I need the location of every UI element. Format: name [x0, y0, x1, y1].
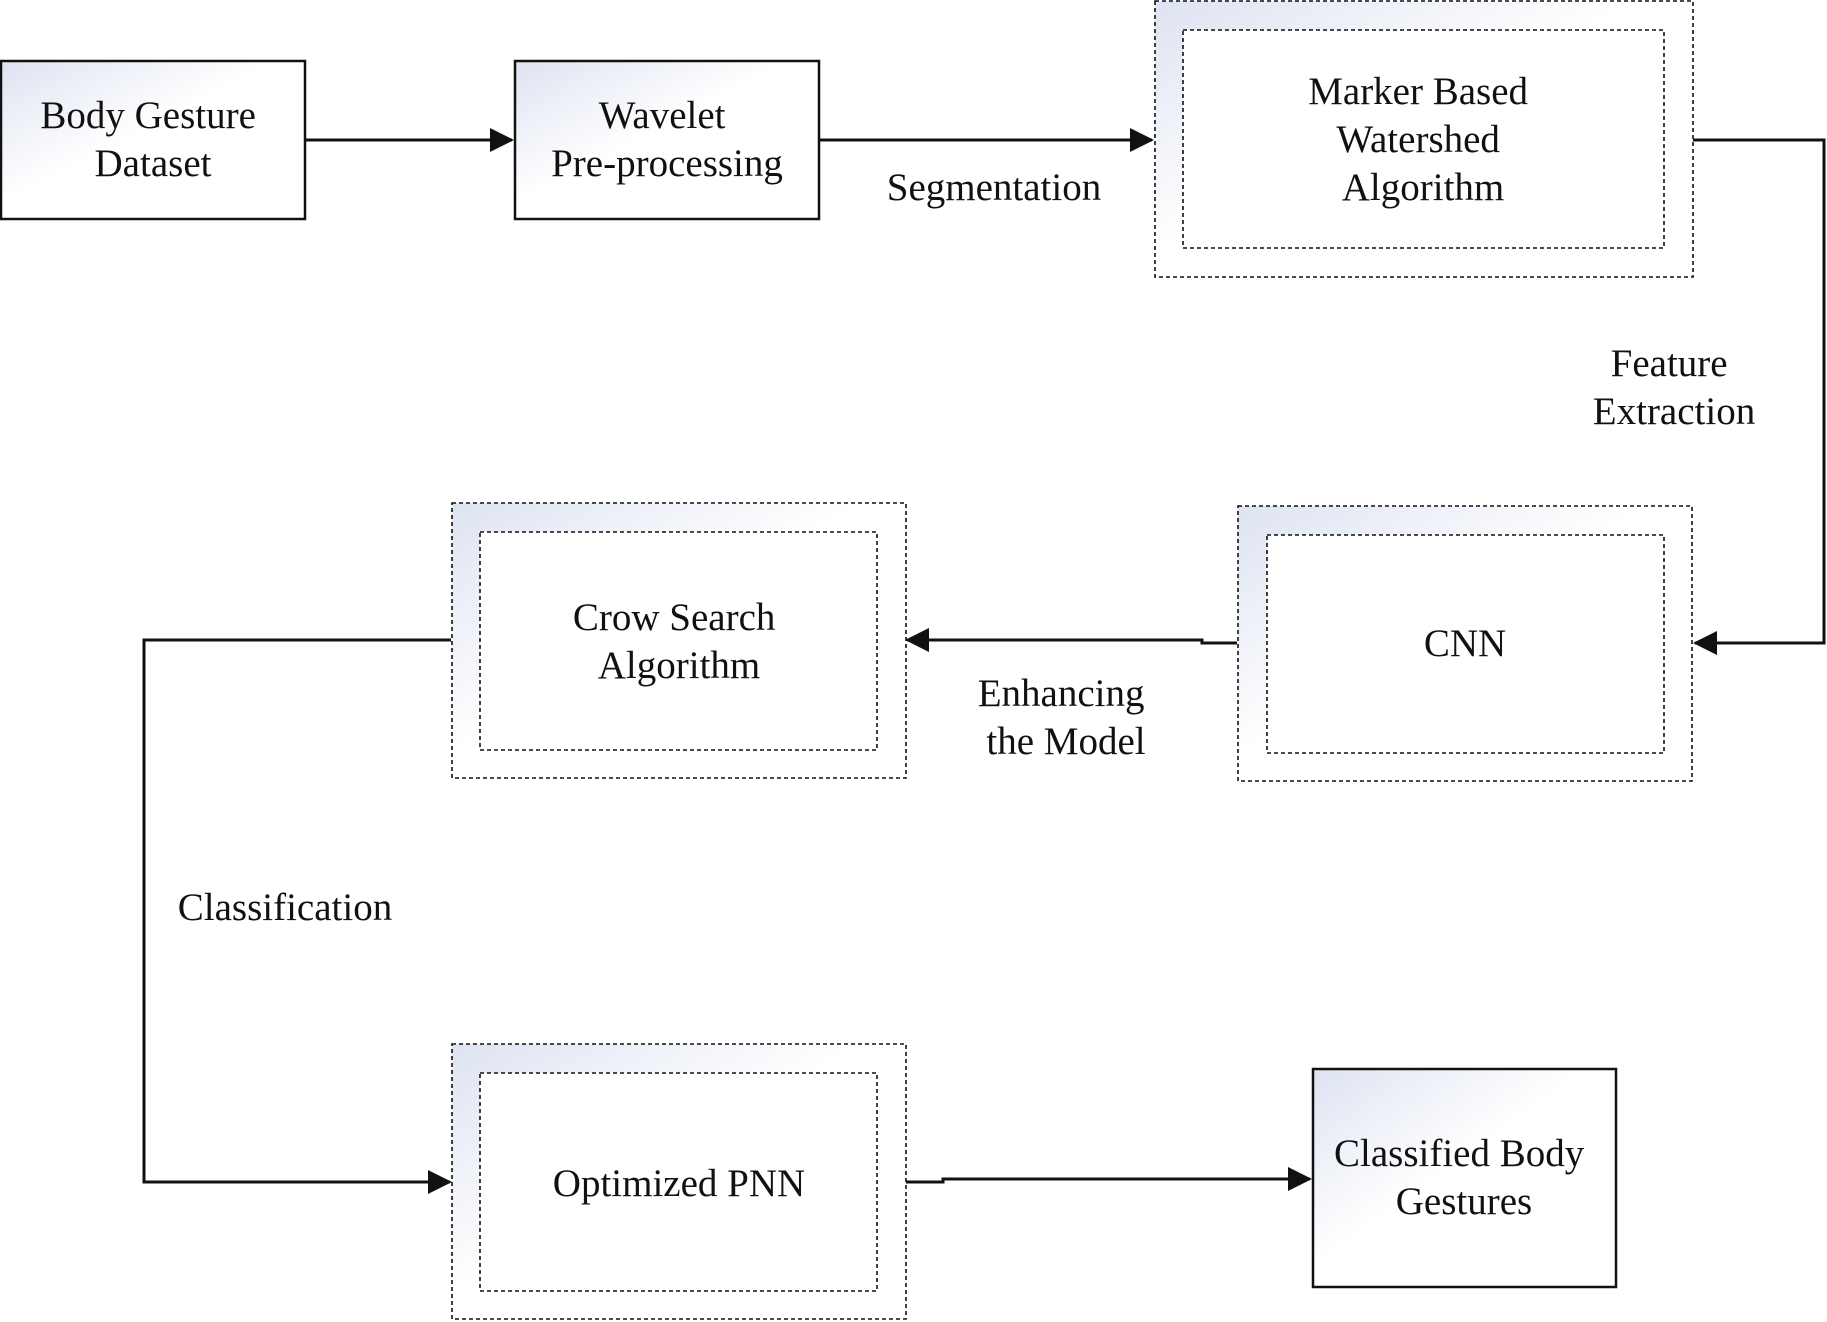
edge-label-enhancing-the-model: Enhancing the Model	[978, 672, 1155, 763]
edge-cnn-to-crow	[907, 638, 1237, 645]
svg-text:Wavelet Pre-processing: Wavelet Pre-processing	[551, 94, 783, 185]
arrowhead-icon	[428, 1170, 452, 1194]
arrowhead-icon	[905, 628, 929, 652]
svg-text:Classified Body Gestures: Classified Body Gestures	[1334, 1132, 1594, 1223]
edge-label-feature-extraction: Feature Extraction	[1593, 342, 1755, 433]
edge-pnn-to-classified	[906, 1177, 1310, 1184]
edge-label-segmentation: Segmentation	[887, 166, 1101, 209]
node-body-gesture-dataset: Body Gesture Dataset	[0, 59, 307, 221]
edge-watershed-to-cnn	[1693, 138, 1826, 645]
svg-text:Body Gesture Dataset: Body Gesture Dataset	[40, 94, 265, 185]
svg-text:Optimized PNN: Optimized PNN	[553, 1162, 805, 1205]
edge-crow-to-pnn	[142, 638, 451, 1184]
arrowhead-icon	[490, 128, 514, 152]
node-classified-body-gestures: Classified Body Gestures	[1311, 1067, 1618, 1289]
svg-text:CNN: CNN	[1424, 622, 1506, 665]
arrowhead-icon	[1130, 128, 1154, 152]
edge-label-classification: Classification	[178, 886, 392, 929]
node-crow-search-algorithm: Crow Search Algorithm	[451, 502, 907, 779]
node-wavelet-preprocessing: Wavelet Pre-processing	[513, 59, 821, 221]
arrowhead-icon	[1288, 1167, 1312, 1191]
node-marker-based-watershed: Marker Based Watershed Algorithm	[1154, 0, 1694, 278]
node-cnn: CNN	[1237, 505, 1693, 782]
arrowhead-icon	[1693, 631, 1717, 655]
svg-text:Marker Based Watershed: Marker Based Watershed Algorithm	[1308, 70, 1538, 209]
node-optimized-pnn: Optimized PNN	[451, 1043, 907, 1320]
svg-text:Crow Search Algorithm: Crow Search Algorithm	[573, 596, 785, 687]
